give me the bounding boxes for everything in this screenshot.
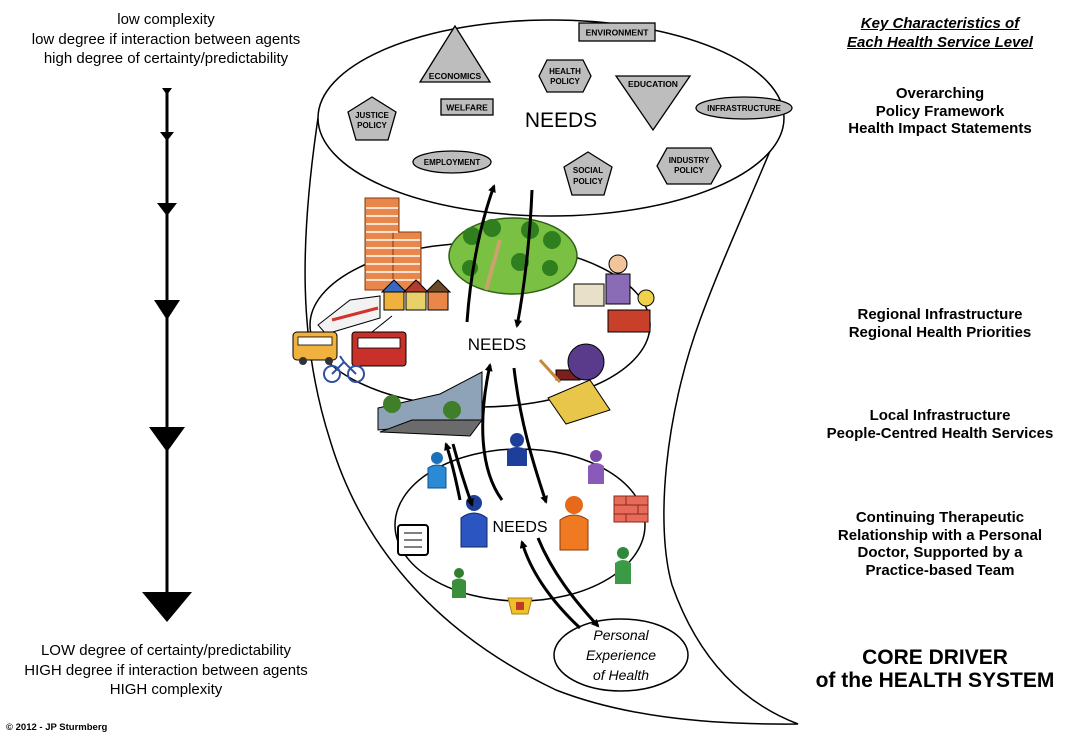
economics-triangle: ECONOMICS <box>418 24 492 83</box>
doctor-figure <box>460 495 488 548</box>
svg-text:ENVIRONMENT: ENVIRONMENT <box>586 28 650 38</box>
scale-tick-1 <box>162 88 172 95</box>
svg-text:WELFARE: WELFARE <box>446 103 488 113</box>
social-policy-pentagon: SOCIAL POLICY <box>563 151 613 196</box>
low-complexity-description: low complexity low degree if interaction… <box>31 11 301 67</box>
health-policy-hexagon: HEALTH POLICY <box>538 59 592 93</box>
office-tower-illustration <box>364 197 422 291</box>
vortex-funnel-outline <box>304 117 799 725</box>
core-driver-label: CORE DRIVER of the HEALTH SYSTEM <box>815 646 1055 692</box>
personal-experience-line3: of Health <box>593 667 649 683</box>
train-illustration <box>317 295 381 335</box>
scale-tick-3 <box>157 203 177 216</box>
worker-figure <box>452 568 466 598</box>
arrow-policy-to-regional <box>514 189 534 328</box>
copyright-notice: © 2012 - JP Sturmberg <box>6 722 108 733</box>
key-characteristics-heading: Key Characteristics of Each Health Servi… <box>847 15 1033 51</box>
level-policy-framework: Overarching Policy Framework Health Impa… <box>848 85 1032 137</box>
arrow-practice-down <box>451 443 474 507</box>
needs-flow-arrows <box>444 184 600 630</box>
education-inverted-triangle: EDUCATION <box>614 75 692 132</box>
svg-text:POLICY: POLICY <box>550 77 580 86</box>
brick-wall-icon <box>613 495 649 523</box>
industry-policy-hexagon: INDUSTRY POLICY <box>656 147 722 185</box>
scale-tick-4 <box>154 300 180 320</box>
community-worker-figure <box>615 547 631 584</box>
arrow-practice-up <box>444 442 462 501</box>
level-local: Local Infrastructure People-Centred Heal… <box>826 407 1054 442</box>
pharmacy-icon <box>507 597 533 615</box>
welfare-box: WELFARE <box>440 98 494 116</box>
patient-figure <box>559 496 589 551</box>
needs-practice-label: NEEDS <box>492 519 547 536</box>
svg-text:INFRASTRUCTURE: INFRASTRUCTURE <box>707 104 781 113</box>
houses-illustration <box>380 279 452 311</box>
employment-ellipse: EMPLOYMENT <box>412 150 492 174</box>
bicycle-illustration <box>323 355 365 383</box>
tram-illustration <box>351 315 407 367</box>
svg-text:EDUCATION: EDUCATION <box>628 79 678 89</box>
medical-record-icon <box>397 524 429 556</box>
level-personal-doctor: Continuing Therapeutic Relationship with… <box>837 509 1043 579</box>
nurse-figure <box>427 452 447 489</box>
teacher-illustration <box>573 254 655 333</box>
arrow-local-up-left <box>481 363 504 501</box>
svg-text:POLICY: POLICY <box>357 121 387 130</box>
infrastructure-ellipse: INFRASTRUCTURE <box>695 96 793 120</box>
park-illustration <box>448 217 578 295</box>
needs-regional-label: NEEDS <box>468 335 527 354</box>
personal-experience-ellipse <box>553 618 689 692</box>
scale-tick-2 <box>160 132 174 141</box>
svg-text:INDUSTRY: INDUSTRY <box>669 156 710 165</box>
svg-text:POLICY: POLICY <box>573 177 603 186</box>
hospital-building-illustration <box>377 371 483 437</box>
needs-policy-label: NEEDS <box>525 109 597 132</box>
svg-text:POLICY: POLICY <box>674 166 704 175</box>
arrow-local-down-right <box>512 367 548 504</box>
arrow-practice-to-personal <box>536 537 600 628</box>
scale-tick-6 <box>142 592 192 622</box>
svg-text:SOCIAL: SOCIAL <box>573 166 603 175</box>
allied-health-figure <box>588 450 604 484</box>
svg-text:EMPLOYMENT: EMPLOYMENT <box>424 158 481 167</box>
justice-policy-pentagon: JUSTICE POLICY <box>347 96 397 141</box>
svg-text:JUSTICE: JUSTICE <box>355 111 389 120</box>
level-regional: Regional Infrastructure Regional Health … <box>848 306 1032 341</box>
scale-tick-5 <box>149 427 185 452</box>
complexity-scale-arrow <box>142 88 192 622</box>
personal-experience-line1: Personal <box>593 627 649 643</box>
personal-experience-line2: Experience <box>586 647 656 663</box>
arrow-personal-to-practice <box>519 540 582 630</box>
svg-text:HEALTH: HEALTH <box>549 67 581 76</box>
high-complexity-description: LOW degree of certainty/predictability H… <box>24 642 308 698</box>
bus-illustration <box>292 331 338 365</box>
environment-box: ENVIRONMENT <box>578 22 656 42</box>
education-books-illustration <box>538 343 611 425</box>
arrow-regional-to-policy <box>465 184 496 323</box>
specialist-figure <box>507 433 527 466</box>
svg-text:ECONOMICS: ECONOMICS <box>429 71 482 81</box>
